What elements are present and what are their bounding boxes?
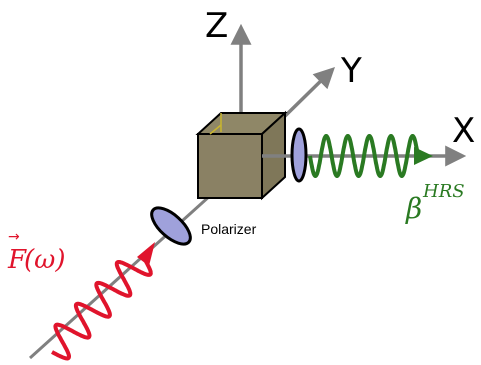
incident-field-label: → F (ω) <box>7 229 66 275</box>
scattered-wave <box>308 134 420 178</box>
incident-field-symbol: F <box>7 245 27 275</box>
hyper-rayleigh-label: β HRS <box>405 181 465 225</box>
sample-cube <box>195 110 288 201</box>
incident-wave-arrowhead <box>137 242 155 266</box>
incident-wave <box>51 257 153 361</box>
incident-field-argument: (ω) <box>24 245 66 275</box>
polarizer-label: Polarizer <box>201 221 257 237</box>
cube-hidden-edges <box>209 113 222 135</box>
polarizer-ellipse <box>150 206 192 246</box>
y-axis <box>281 67 336 120</box>
x-axis-label: X <box>452 111 475 151</box>
cube-front-face <box>197 133 263 199</box>
analyzer-ellipse <box>290 127 308 183</box>
incident-field-vector-arrow: → <box>8 229 20 245</box>
hrs-superscript: HRS <box>422 181 465 202</box>
z-axis-label: Z <box>205 6 228 46</box>
y-axis-label: Y <box>340 51 362 91</box>
beta-symbol: β <box>405 192 422 225</box>
scattered-wave-arrowhead <box>414 147 433 165</box>
